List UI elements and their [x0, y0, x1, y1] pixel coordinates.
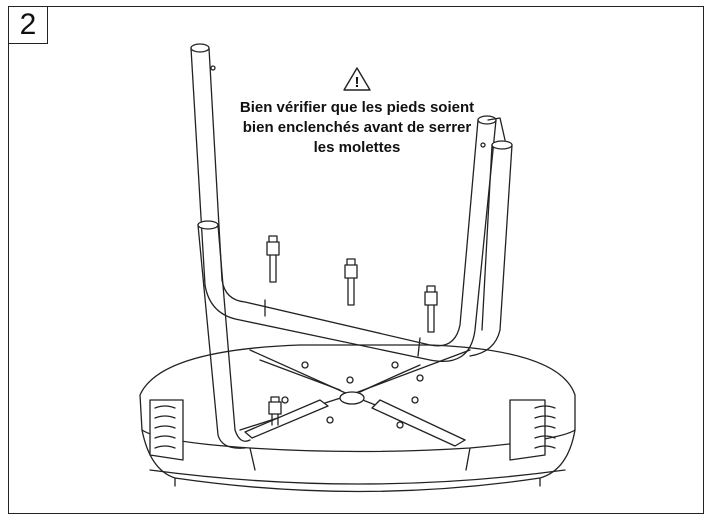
- warning-line: les molettes: [313, 139, 401, 156]
- seat: [139, 344, 576, 493]
- step-number: 2: [8, 6, 48, 44]
- warning-note: ! Bien vérifier que les pieds soient bie…: [232, 66, 482, 158]
- bolt-knob: [424, 285, 438, 333]
- bolt-knob: [344, 258, 358, 306]
- warning-line: bien enclenchés avant de serrer: [242, 119, 472, 136]
- warning-text: Bien vérifier que les pieds soient bien …: [232, 98, 482, 158]
- bolt-knob: [268, 396, 282, 426]
- instruction-frame: [8, 6, 704, 514]
- bolt-knob: [266, 235, 280, 283]
- svg-text:!: !: [355, 74, 360, 91]
- warning-line: Bien vérifier que les pieds soient: [239, 99, 475, 116]
- warning-triangle-icon: !: [343, 67, 371, 91]
- leg-frame-back: [197, 117, 513, 449]
